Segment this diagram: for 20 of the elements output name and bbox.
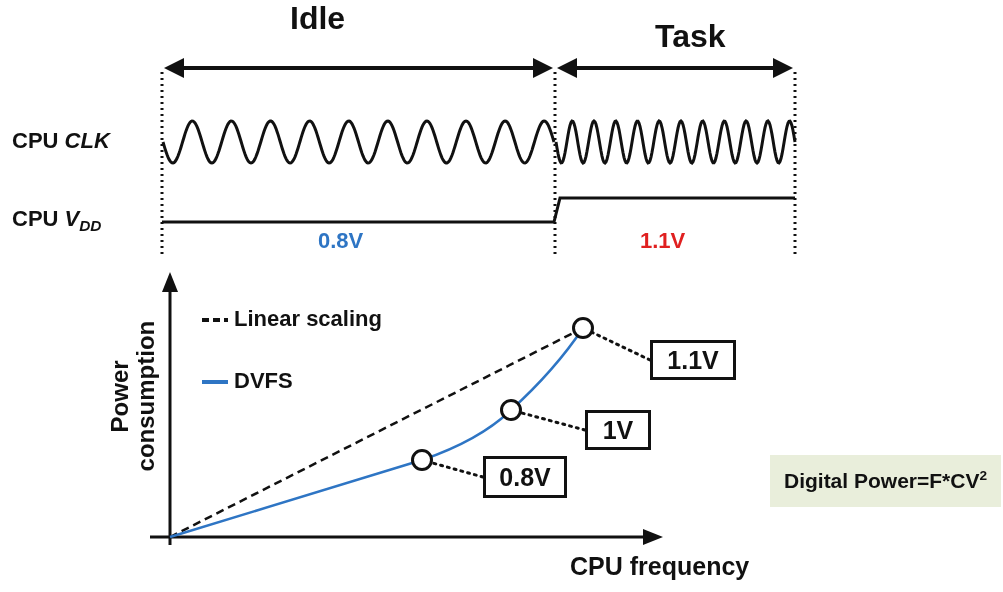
- axis-title: CPU frequency: [570, 552, 750, 581]
- voltage-box: 0.8V: [483, 456, 567, 498]
- data-point-circle: [572, 317, 594, 339]
- phase-label: Task: [655, 18, 726, 55]
- signal-label: CPU CLK: [12, 128, 110, 154]
- leader-line: [520, 411, 587, 432]
- leader-line: [591, 331, 652, 362]
- formula-box: Digital Power=F*CV$^{2}$: [770, 455, 1001, 507]
- signal-label: CPU V$_{DD}$: [12, 206, 102, 235]
- leader-line: [431, 461, 485, 479]
- legend-label: Linear scaling: [234, 306, 382, 332]
- legend-label: DVFS: [234, 368, 293, 394]
- phase-label: Idle: [290, 0, 346, 37]
- data-point-circle: [500, 399, 522, 421]
- data-point-circle: [411, 449, 433, 471]
- voltage-box: 1.1V: [650, 340, 736, 380]
- voltage-box: 1V: [585, 410, 651, 450]
- axis-title: Power consumption: [106, 321, 160, 472]
- voltage-label: 1.1V: [640, 228, 686, 254]
- voltage-label: 0.8V: [318, 228, 364, 254]
